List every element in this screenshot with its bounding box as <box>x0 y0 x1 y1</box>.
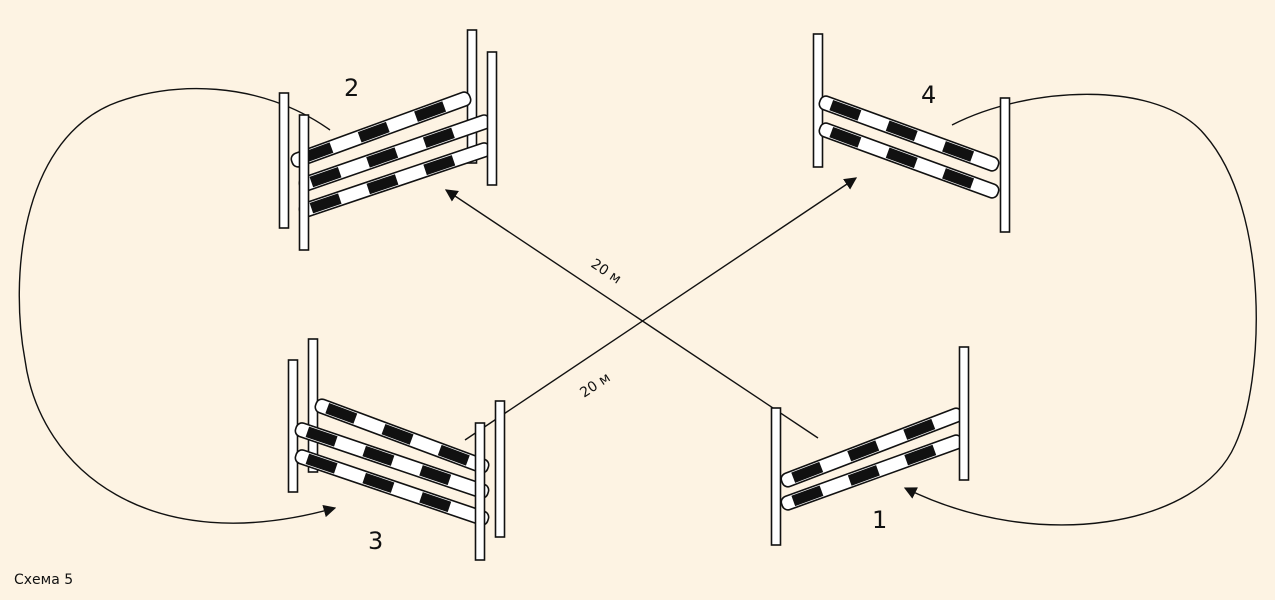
pole-stripe <box>423 155 456 176</box>
pole-stripe <box>381 423 414 445</box>
pole-stripe <box>366 147 399 168</box>
jump-number-1: 1 <box>872 506 887 534</box>
pole-stripe <box>903 418 936 440</box>
jumps-layer <box>278 29 1011 561</box>
jump-number-4: 4 <box>921 81 936 109</box>
pole-stripe <box>791 485 824 507</box>
pole-stripe <box>305 426 338 447</box>
pole-stripe <box>309 167 342 188</box>
distance-line-3-to-4 <box>464 177 858 441</box>
jump-3-rail <box>294 449 490 526</box>
pole-stripe <box>419 465 452 486</box>
jump-4-stand-right <box>999 97 1011 233</box>
jump-2-stand-back-left <box>278 92 290 229</box>
pole-stripe <box>305 453 338 474</box>
pole-stripe <box>942 168 975 189</box>
scheme-caption: Схема 5 <box>14 572 74 588</box>
jump-3-rail <box>294 422 490 499</box>
pole-stripe <box>904 444 937 466</box>
route-curve-right <box>903 93 1257 526</box>
pole-stripe <box>437 444 470 466</box>
jump-2-stand-front-left <box>298 114 310 251</box>
distance-label-1-2: 20 м <box>588 256 624 288</box>
jump-number-3: 3 <box>368 527 383 555</box>
pole-stripe <box>366 174 399 195</box>
pole-stripe <box>847 440 880 462</box>
pole-stripe <box>422 127 455 148</box>
pole-stripe <box>309 193 342 214</box>
pole-stripe <box>419 492 452 513</box>
jump-4 <box>812 33 1011 233</box>
pole-stripe <box>414 101 447 122</box>
jump-1-rail <box>780 434 964 511</box>
jump-4-rail <box>818 122 1000 199</box>
pole-stripe <box>885 120 918 142</box>
distance-label-3-4: 20 м <box>577 370 613 402</box>
pole-stripe <box>325 403 358 424</box>
jump-number-2: 2 <box>344 74 359 102</box>
pole-stripe <box>942 141 975 162</box>
pole-stripe <box>362 445 395 466</box>
jump-1 <box>770 346 970 546</box>
jump-2-rail <box>290 91 472 168</box>
pole-stripe <box>301 142 334 164</box>
jump-3 <box>287 338 506 561</box>
pole-stripe <box>885 147 918 169</box>
pole-stripe <box>791 461 824 483</box>
jump-1-stand-left <box>770 407 782 546</box>
jump-3-rail <box>314 398 490 474</box>
pole-stripe <box>829 99 862 121</box>
jump-3-stand-right <box>494 400 506 538</box>
pole-stripe <box>357 121 390 143</box>
jump-2-stand-front-right <box>486 51 498 186</box>
jump-2 <box>278 29 498 251</box>
jump-3-stand-front-right <box>474 422 486 561</box>
route-curve-left <box>18 87 337 524</box>
jump-1-stand-right <box>958 346 970 481</box>
pole-stripe <box>829 126 862 148</box>
jump-4-rail <box>818 95 1000 172</box>
pole-stripe <box>362 472 395 493</box>
pole-stripe <box>847 465 880 486</box>
distance-line-1-to-2 <box>444 189 819 439</box>
